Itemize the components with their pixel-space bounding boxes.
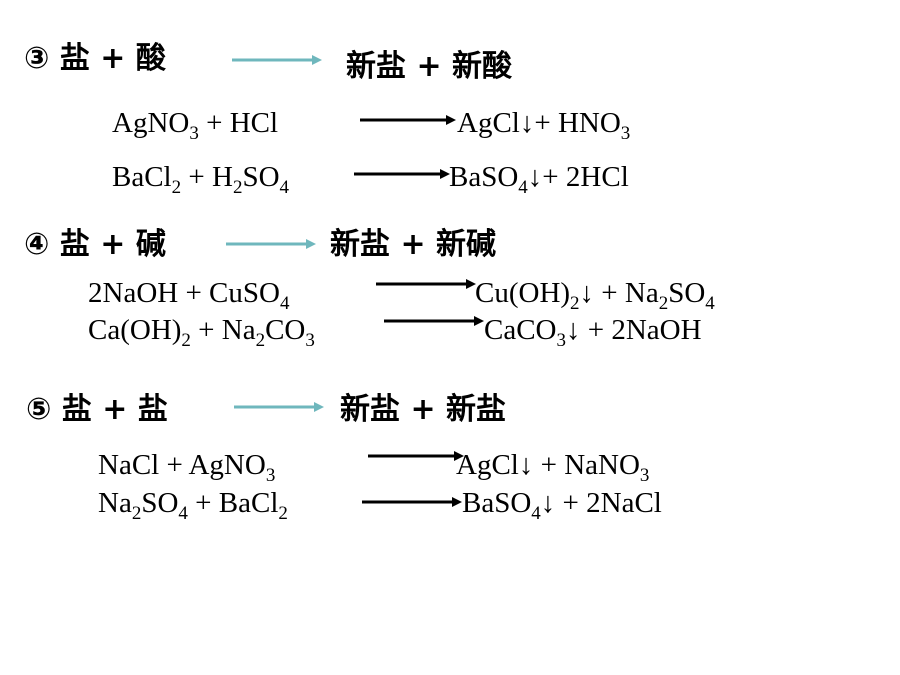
reaction-1-2-reactants-subscript: 2 bbox=[232, 177, 243, 198]
reaction-1-2-products-text: BaSO bbox=[449, 161, 519, 193]
reaction-1-2-arrow bbox=[354, 169, 450, 179]
reaction-2-1-products-text: SO bbox=[668, 277, 706, 309]
reaction-1-2-products-text: ↓+ 2HCl bbox=[527, 161, 629, 193]
reaction-2-2-reactants-text: + Na bbox=[190, 314, 256, 346]
reaction-1-2-products-subscript: 4 bbox=[518, 177, 528, 198]
section-3-heading-arrow bbox=[234, 402, 324, 412]
reaction-1-1-reactants: AgNO3 + HCl bbox=[112, 106, 279, 143]
section-1-heading-arrow bbox=[232, 55, 322, 65]
reaction-2-2-products: CaCO3↓ + 2NaOH bbox=[484, 313, 702, 350]
reaction-1-2-reactants-text: SO bbox=[242, 161, 280, 193]
reaction-2-2-products-text: CaCO bbox=[484, 314, 557, 346]
reaction-3-2-reactants-text: SO bbox=[141, 487, 179, 519]
reaction-2-1-products-subscript: 2 bbox=[658, 293, 669, 314]
reaction-3-1-reactants-subscript: 3 bbox=[265, 465, 276, 486]
reaction-1-1-reactants-text: + HCl bbox=[198, 107, 279, 139]
reaction-1-1-products: AgCl↓+ HNO3 bbox=[457, 106, 630, 143]
reaction-2-2-reactants-subscript: 2 bbox=[255, 330, 266, 351]
reaction-2-2-products-subscript: 3 bbox=[556, 330, 567, 351]
reaction-3-1-products-subscript: 3 bbox=[639, 465, 650, 486]
section-2-left: 盐 + 碱 bbox=[59, 227, 166, 262]
reaction-2-2-reactants-subscript: 3 bbox=[305, 330, 315, 351]
reaction-2-1-products-subscript: 4 bbox=[705, 293, 715, 314]
section-2-heading-arrow bbox=[226, 239, 316, 249]
reaction-3-1-arrow bbox=[368, 451, 464, 461]
reaction-2-1-reactants-text: 2NaOH + CuSO bbox=[88, 277, 280, 309]
reaction-1-2-reactants-subscript: 4 bbox=[279, 177, 290, 198]
reaction-1-2-reactants-text: + H bbox=[181, 161, 233, 193]
reaction-2-1-reactants: 2NaOH + CuSO4 bbox=[88, 276, 289, 313]
reaction-2-1-products: Cu(OH)2↓ + Na2SO4 bbox=[475, 276, 715, 313]
reaction-2-2-reactants-text: Ca(OH) bbox=[88, 314, 182, 346]
reaction-2-2-reactants-text: CO bbox=[265, 314, 306, 346]
reaction-1-2-reactants: BaCl2 + H2SO4 bbox=[112, 160, 289, 197]
section-3-number: ⑤ bbox=[26, 392, 52, 427]
section-2-heading: ④ 盐 + 碱 bbox=[24, 228, 166, 262]
section-1-number: ③ bbox=[24, 41, 50, 76]
reaction-1-1-arrow bbox=[360, 115, 456, 125]
reaction-3-1-products: AgCl↓ + NaNO3 bbox=[456, 448, 649, 485]
reaction-2-2-reactants-subscript: 2 bbox=[181, 330, 191, 351]
section-2-right: 新盐 + 新碱 bbox=[330, 227, 497, 262]
reaction-1-1-reactants-text: AgNO bbox=[112, 107, 190, 139]
reaction-2-1-products-text: ↓ + Na bbox=[579, 277, 659, 309]
section-3-right: 新盐 + 新盐 bbox=[340, 392, 507, 427]
reaction-3-2-products-text: BaSO bbox=[462, 487, 532, 519]
reaction-3-1-reactants-text: NaCl + AgNO bbox=[98, 449, 266, 481]
reaction-2-1-arrow bbox=[376, 279, 476, 289]
reaction-2-1-reactants-subscript: 4 bbox=[279, 293, 290, 314]
reaction-1-1-products-subscript: 3 bbox=[620, 123, 631, 144]
reaction-3-2-reactants-subscript: 2 bbox=[278, 503, 288, 524]
reaction-2-1-products-text: Cu(OH) bbox=[475, 277, 571, 309]
reaction-3-1-products-text: AgCl↓ + NaNO bbox=[456, 449, 640, 481]
reaction-3-2-reactants-subscript: 2 bbox=[131, 503, 142, 524]
reaction-3-1-reactants: NaCl + AgNO3 bbox=[98, 448, 275, 485]
reaction-3-2-reactants-text: + BaCl bbox=[187, 487, 279, 519]
reaction-2-2-arrow bbox=[384, 316, 484, 326]
reaction-1-2-reactants-subscript: 2 bbox=[171, 177, 182, 198]
reaction-1-2-products: BaSO4↓+ 2HCl bbox=[449, 160, 629, 197]
reaction-1-1-reactants-subscript: 3 bbox=[189, 123, 199, 144]
reaction-1-1-products-text: AgCl↓+ HNO bbox=[457, 107, 621, 139]
reaction-3-2-reactants-subscript: 4 bbox=[178, 503, 188, 524]
reaction-2-2-reactants: Ca(OH)2 + Na2CO3 bbox=[88, 313, 315, 350]
reaction-3-2-products: BaSO4↓ + 2NaCl bbox=[462, 486, 662, 523]
reaction-2-1-products-subscript: 2 bbox=[570, 293, 580, 314]
section-1-heading: ③ 盐 + 酸 bbox=[24, 42, 166, 76]
section-3-heading: ⑤ 盐 + 盐 bbox=[26, 393, 168, 427]
reaction-2-2-products-text: ↓ + 2NaOH bbox=[566, 314, 702, 346]
reaction-3-2-products-subscript: 4 bbox=[531, 503, 541, 524]
reaction-3-2-products-text: ↓ + 2NaCl bbox=[540, 487, 662, 519]
section-2-number: ④ bbox=[24, 227, 50, 262]
reaction-3-2-arrow bbox=[362, 497, 462, 507]
section-1-left: 盐 + 酸 bbox=[59, 41, 166, 76]
section-1-right: 新盐 + 新酸 bbox=[346, 49, 513, 84]
section-3-left: 盐 + 盐 bbox=[61, 392, 168, 427]
reaction-1-2-reactants-text: BaCl bbox=[112, 161, 172, 193]
reaction-3-2-reactants-text: Na bbox=[98, 487, 132, 519]
reaction-3-2-reactants: Na2SO4 + BaCl2 bbox=[98, 486, 288, 523]
